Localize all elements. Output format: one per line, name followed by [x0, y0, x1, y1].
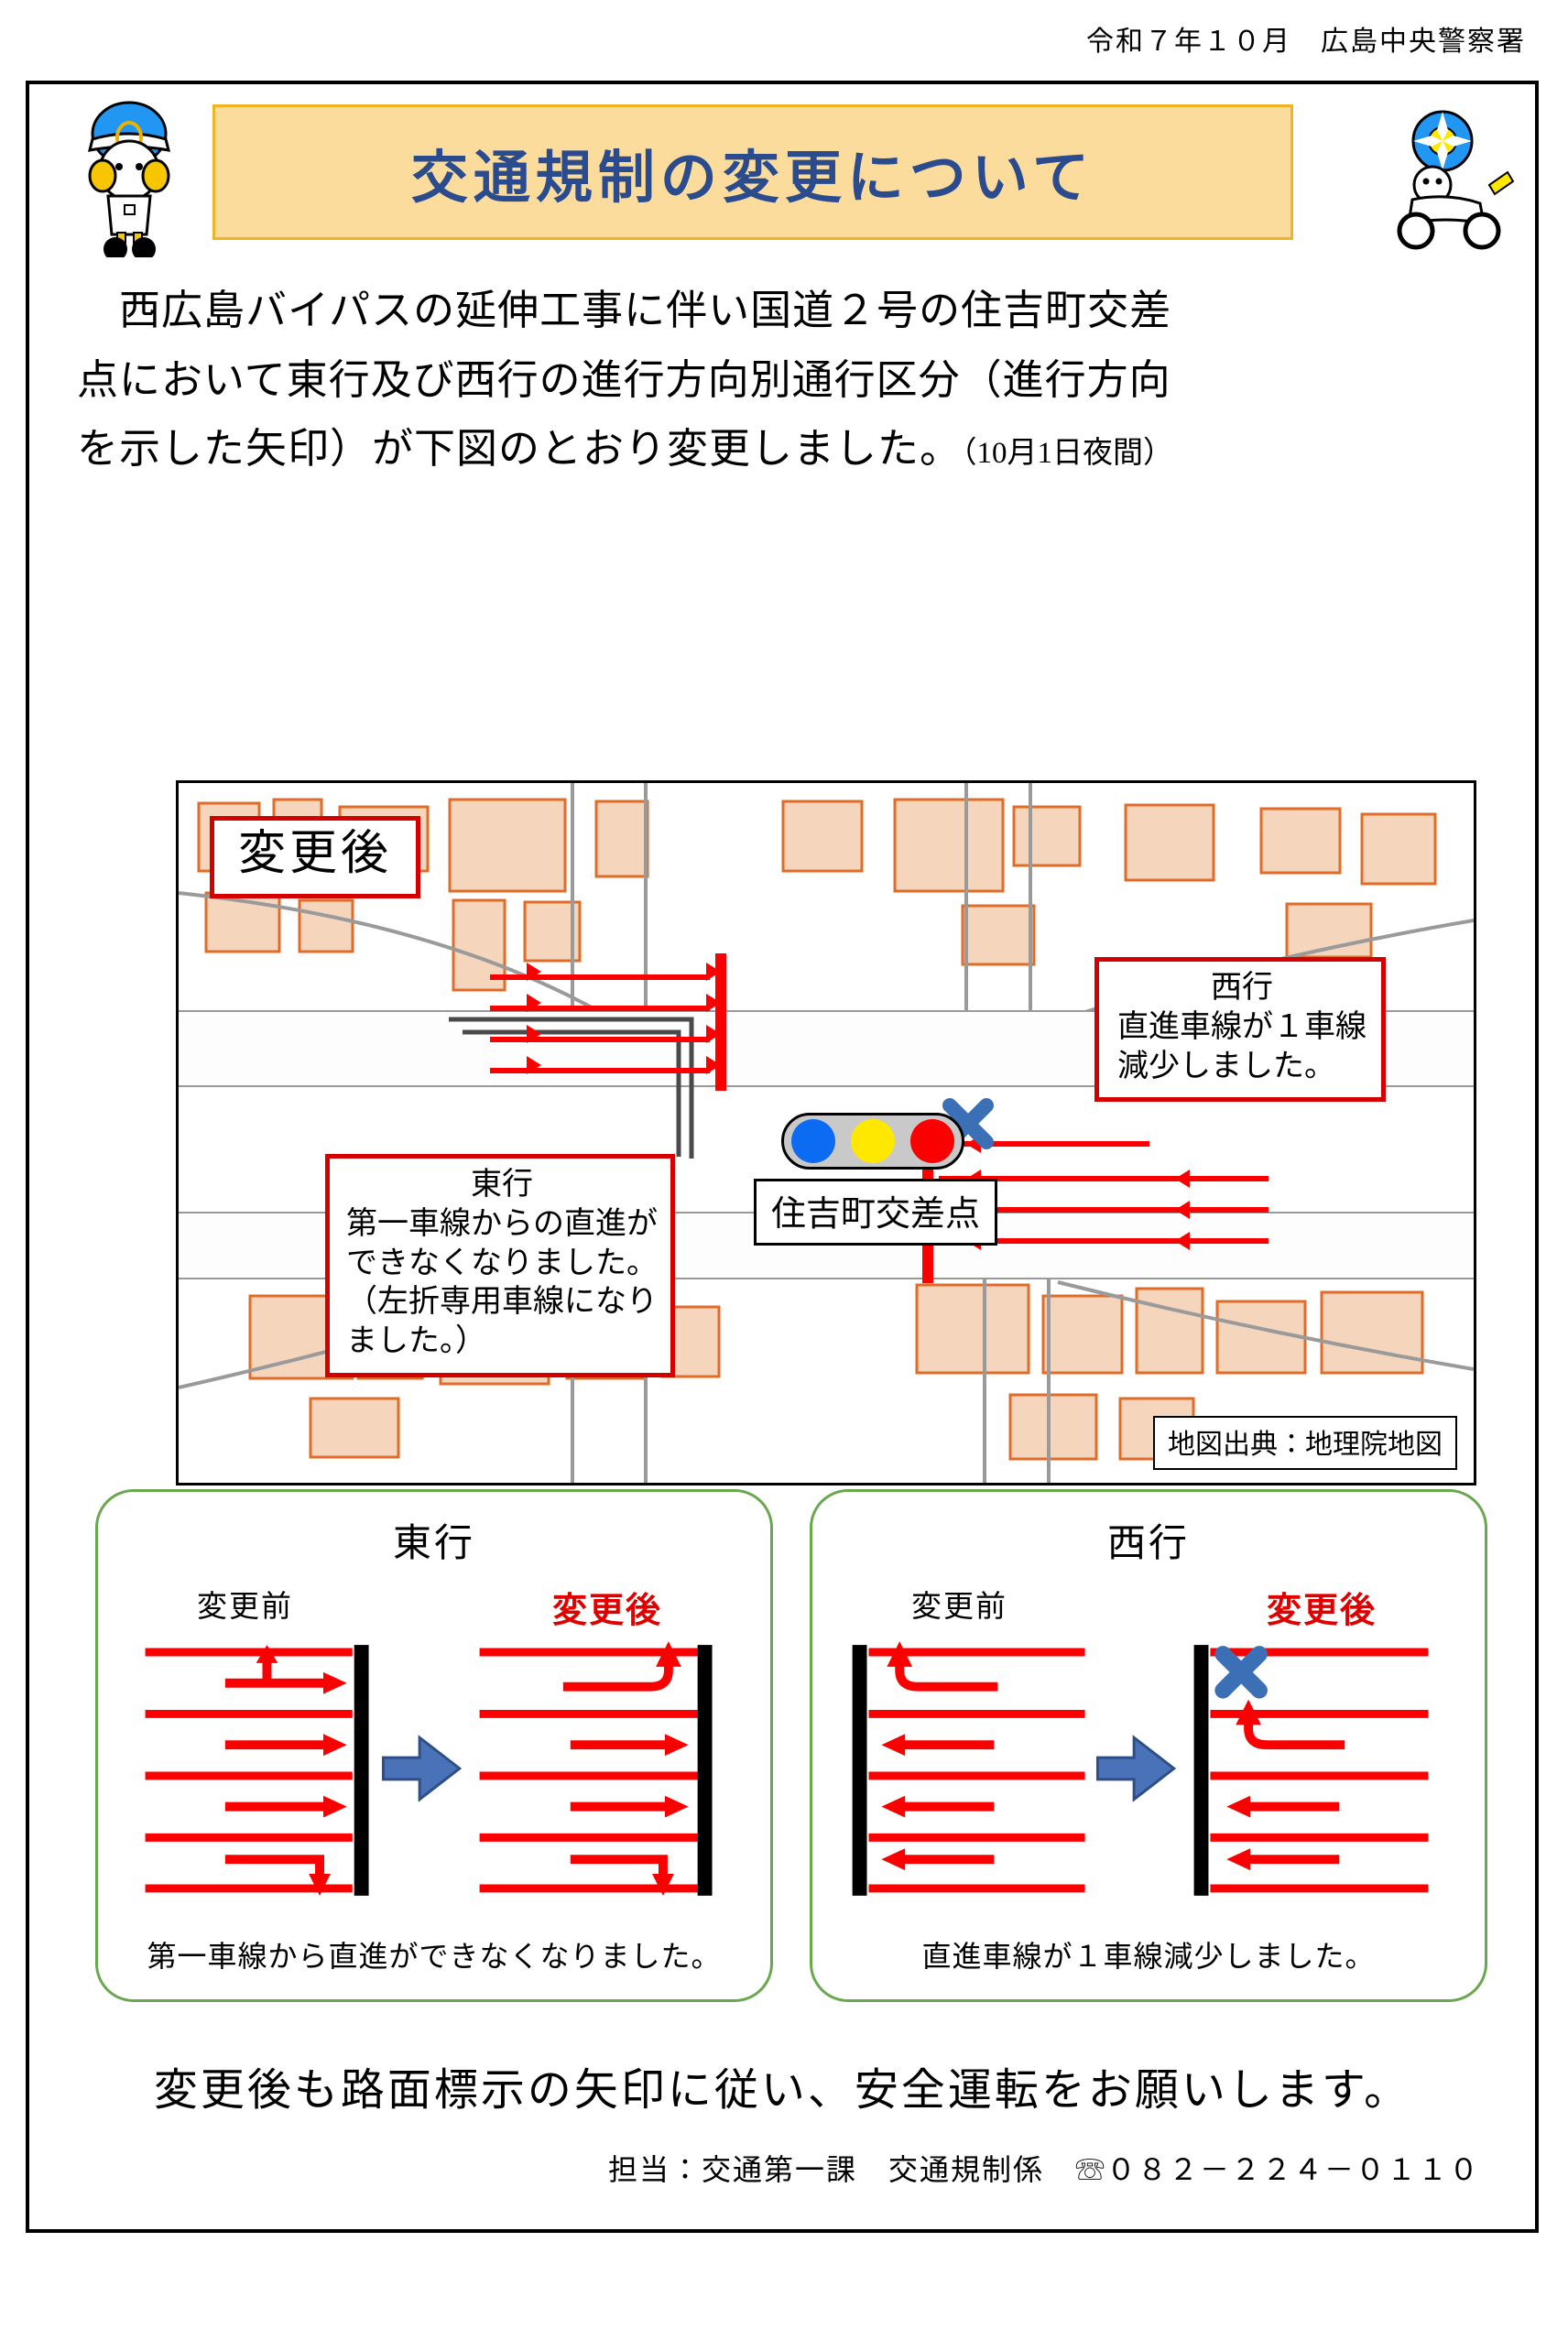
body-note: （10月1日夜間） — [962, 437, 1174, 471]
panel-westbound-title: 西行 — [1106, 1523, 1190, 1565]
contact-line: 担当：交通第一課 交通規制係 ☏０８２－２２４－０１１０ — [607, 2153, 1480, 2186]
police-mascot-icon — [87, 101, 171, 257]
page-frame: 交通規制の変更について 西広島バイパスの延伸工事に伴い国道２号の住吉町交差 点に… — [26, 81, 1539, 2233]
map-source-credit: 地図出典：地理院地図 — [1153, 1416, 1457, 1470]
page-title: 交通規制の変更について — [410, 147, 1095, 210]
body-line-3: を示した矢印）が下図のとおり変更しました。（10月1日夜間） — [77, 426, 1174, 473]
map-eastbound-lane-arrows — [490, 953, 726, 1091]
map-eastbound-callout: 東行 第一車線からの直進が できなくなりました。 （左折専用車線になり ました。… — [325, 1154, 675, 1378]
panel-eastbound-before-label: 変更前 — [197, 1591, 293, 1624]
document-header-date: 令和７年１０月 広島中央警察署 — [1086, 27, 1526, 57]
signal-lamp-red — [909, 1119, 954, 1163]
transition-arrow-icon — [381, 1735, 463, 1802]
intersection-marker: 住吉町交差点 — [754, 1113, 998, 1246]
signal-lamp-yellow — [850, 1119, 895, 1163]
panel-westbound-before-label: 変更前 — [911, 1591, 1007, 1624]
panel-westbound-diagram — [852, 1641, 1429, 1896]
panel-westbound-after-label: 変更後 — [1266, 1592, 1377, 1630]
closing-message: 変更後も路面標示の矢印に従い、安全運転をお願いします。 — [153, 2066, 1411, 2115]
panel-westbound: 西行 変更前 変更後 — [810, 1489, 1487, 2002]
title-row: 交通規制の変更について — [29, 84, 1535, 258]
page-title-banner: 交通規制の変更について — [212, 104, 1293, 240]
body-paragraph: 西広島バイパスの延伸工事に伴い国道２号の住吉町交差 点において東行及び西行の進行… — [77, 277, 1497, 484]
panel-eastbound-after-label: 変更後 — [551, 1592, 662, 1630]
comparison-panels: 東行 変更前 変更後 — [95, 1489, 1487, 2011]
lane-removed-x-icon — [1214, 1646, 1268, 1699]
body-line-2: 点において東行及び西行の進行方向別通行区分（進行方向 — [77, 356, 1171, 403]
intersection-name-label: 住吉町交差点 — [754, 1179, 998, 1246]
traffic-light-icon — [781, 1113, 964, 1170]
panel-eastbound-caption: 第一車線から直進ができなくなりました。 — [147, 1940, 722, 1973]
signal-lamp-blue — [791, 1119, 836, 1163]
map-westbound-callout: 西行 直進車線が１車線 減少しました。 — [1094, 957, 1386, 1103]
panel-westbound-caption: 直進車線が１車線減少しました。 — [921, 1940, 1376, 1973]
panel-eastbound: 東行 変更前 変更後 — [95, 1489, 773, 2002]
intersection-map: 変更後 西行 直進車線が１車線 減少しました。 東行 第一車線からの直進が でき… — [176, 780, 1476, 1486]
panel-eastbound-diagram — [145, 1641, 713, 1896]
transition-arrow-icon — [1095, 1735, 1177, 1802]
body-line-1: 西広島バイパスの延伸工事に伴い国道２号の住吉町交差 — [119, 288, 1172, 333]
panel-eastbound-title: 東行 — [392, 1523, 475, 1565]
motorcycle-mascot-icon — [1397, 110, 1515, 250]
map-after-label: 変更後 — [210, 816, 421, 898]
